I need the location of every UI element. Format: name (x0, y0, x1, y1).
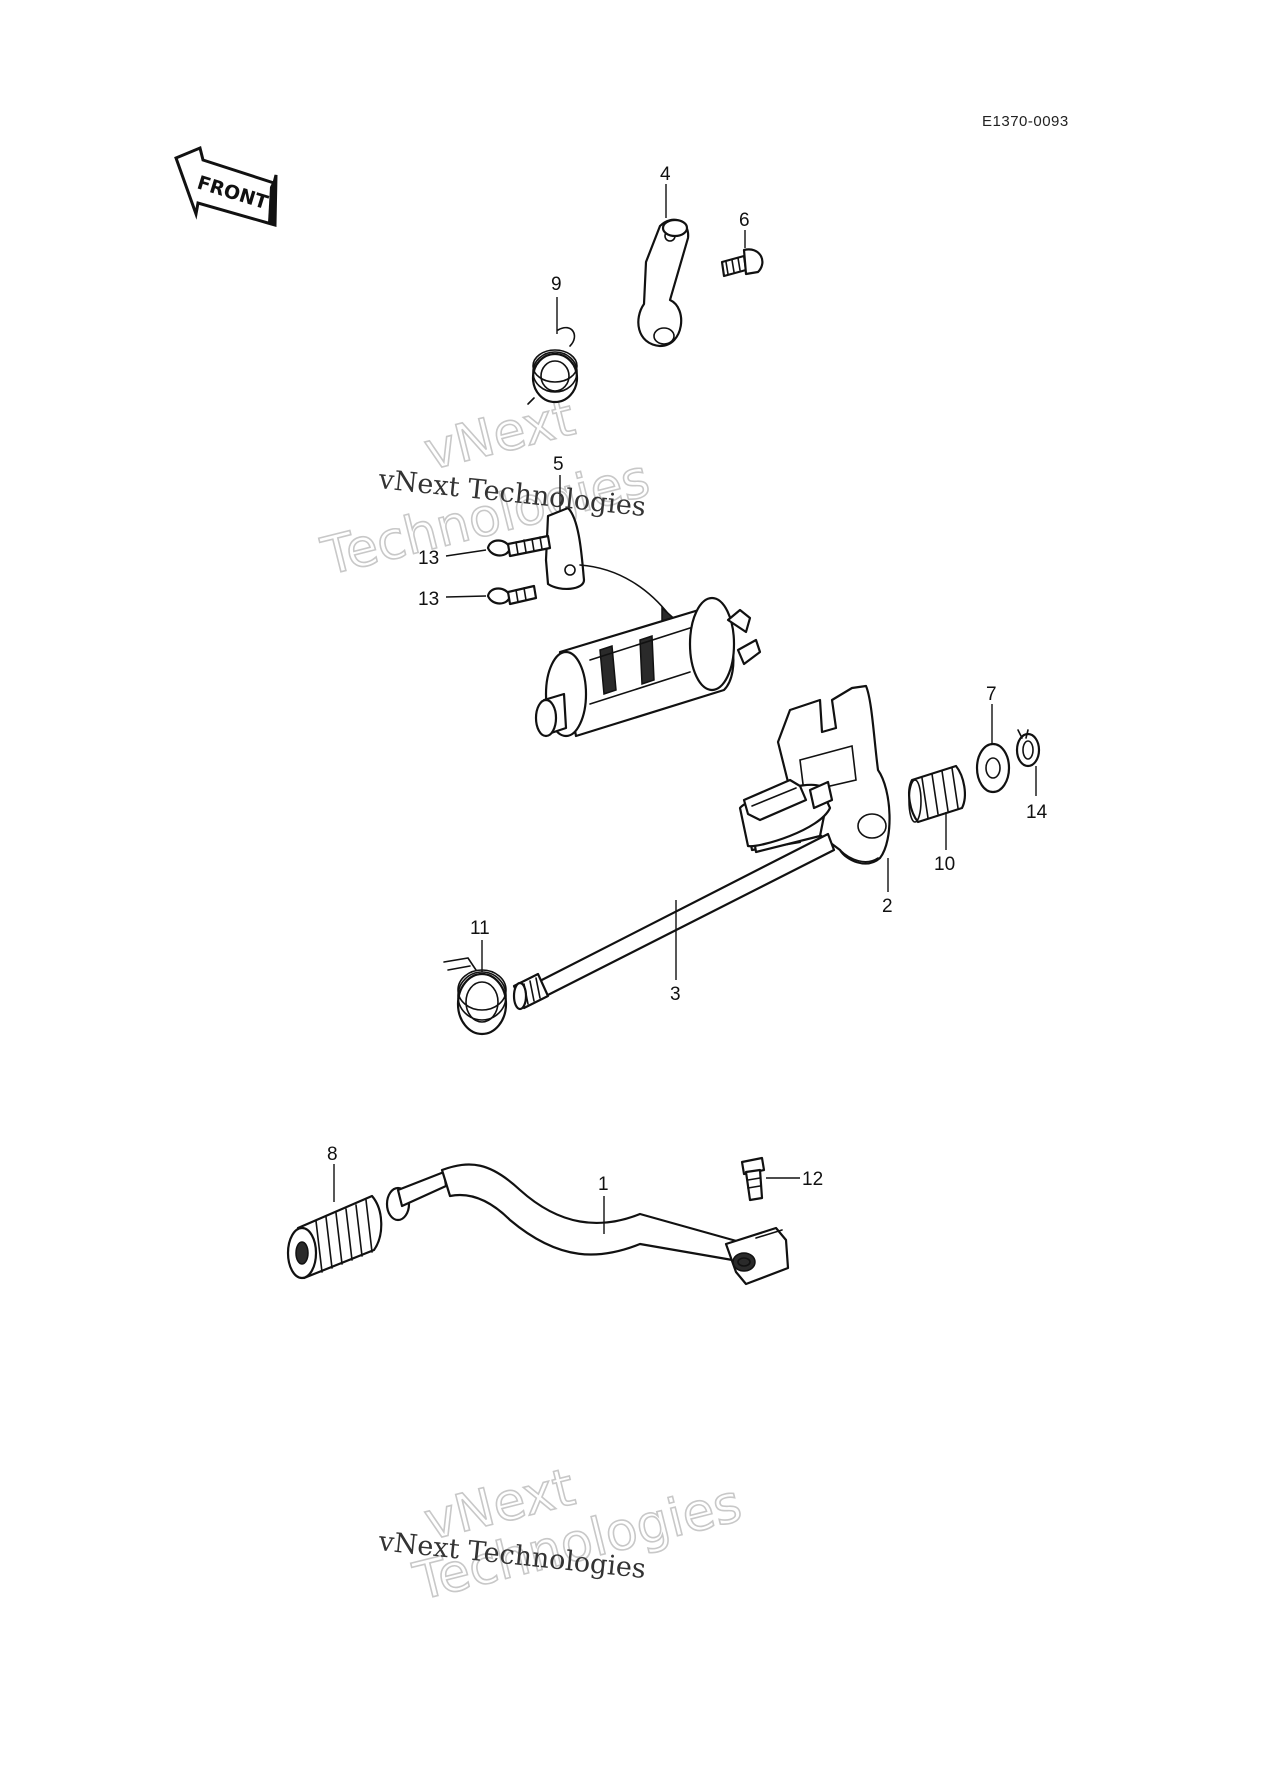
part-8-rubber (286, 1194, 383, 1280)
callout-1: 1 (598, 1174, 609, 1195)
part-3-shaft (512, 778, 836, 1011)
part-1-pedal (385, 1163, 790, 1286)
drawing-code: E1370-0093 (982, 113, 1069, 130)
part-11-spring (443, 957, 508, 1036)
part-4-plate (637, 218, 690, 348)
part-9-spring (527, 326, 579, 405)
leader-lines (333, 184, 1037, 1234)
callout-8: 8 (327, 1144, 338, 1165)
part-5-plate (544, 506, 680, 623)
front-arrow-icon: FRONT (174, 145, 278, 227)
callout-5: 5 (553, 454, 564, 475)
callout-7: 7 (986, 684, 997, 705)
callout-6: 6 (739, 210, 750, 231)
callout-4: 4 (660, 164, 671, 185)
callout-13a: 13 (418, 548, 439, 569)
callout-14: 14 (1026, 802, 1048, 823)
part-12-bolt (740, 1156, 766, 1202)
callout-12: 12 (802, 1169, 823, 1190)
part-10-spring (908, 764, 966, 824)
part-13-screw-upper (486, 534, 552, 558)
callout-10: 10 (934, 854, 955, 875)
callout-13b: 13 (418, 589, 439, 610)
callout-3: 3 (670, 984, 681, 1005)
part-6-bolt (720, 248, 764, 278)
part-7-washer (975, 742, 1011, 794)
callout-9: 9 (551, 274, 562, 295)
part-14-circlip (1015, 729, 1041, 768)
shift-drum (534, 596, 762, 738)
callout-2: 2 (882, 896, 893, 917)
part-13-screw-lower (486, 584, 538, 606)
callout-11: 11 (470, 918, 490, 939)
